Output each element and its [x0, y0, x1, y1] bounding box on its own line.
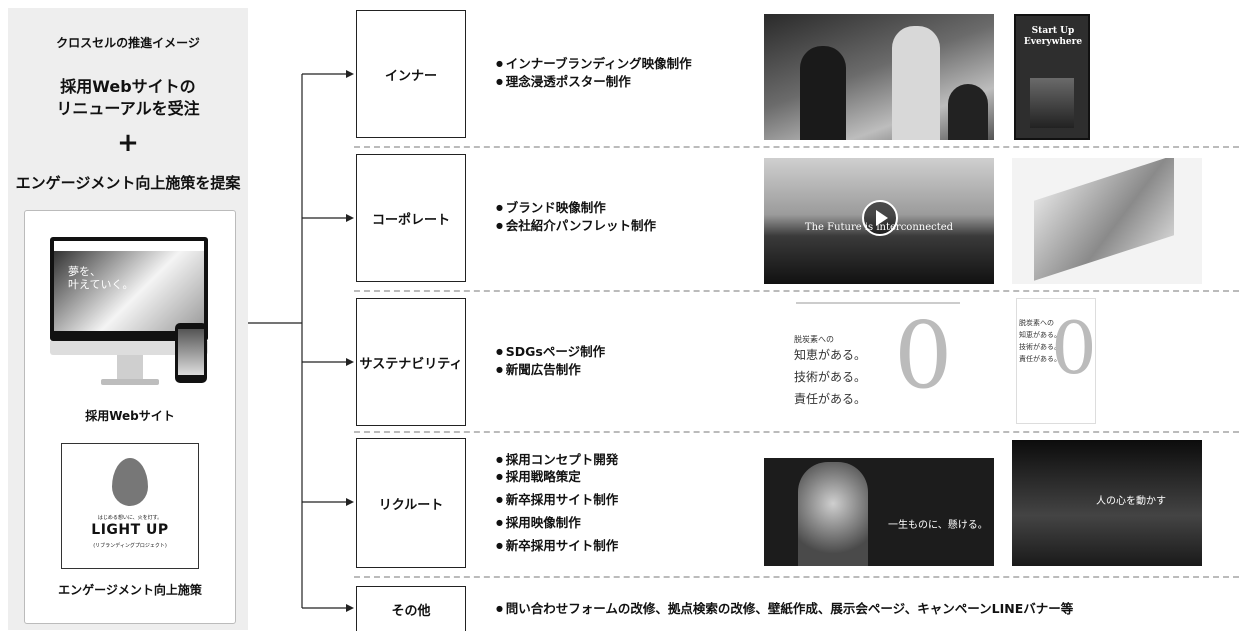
website-hero-line1: 夢を、 — [68, 265, 101, 278]
separator-line — [354, 576, 1239, 578]
separator-line — [354, 290, 1239, 292]
monitor-screen: 夢を、 叶えていく。 — [54, 241, 204, 331]
recruit-caption: 一生ものに、懸ける。 — [888, 520, 988, 531]
sdgs-line4: 責任がある。 — [794, 392, 867, 406]
list-item: SDGsページ制作 — [496, 343, 605, 361]
sdgs-big-zero: 0 — [894, 302, 953, 409]
newspaper-ad: 脱炭素への 知恵がある。 技術がある。 責任がある。 0 — [1016, 298, 1096, 424]
drop-icon — [112, 458, 148, 506]
night-caption: 人の心を動かす — [1096, 496, 1166, 507]
website-hero-line2: 叶えていく。 — [68, 278, 134, 291]
newspaper-text: 脱炭素への 知恵がある。 技術がある。 責任がある。 — [1019, 319, 1061, 363]
lightup-title: LIGHT UP — [91, 522, 169, 538]
list-item: 会社紹介パンフレット制作 — [496, 217, 656, 235]
connector-branch-recruit — [302, 498, 354, 506]
connector-branch-inner — [302, 70, 354, 78]
list-item: 採用映像制作 — [496, 511, 618, 534]
connector-branch-corporate — [302, 214, 354, 222]
lightup-tagline: はじめる想いに、火を灯す。 — [97, 515, 163, 521]
left-panel: クロスセルの推進イメージ 採用Webサイトの リニューアルを受注 + エンゲージ… — [8, 8, 248, 630]
inner-branding-photo — [764, 14, 994, 140]
list-item: 理念浸透ポスター制作 — [496, 73, 692, 91]
list-item: 新卒採用サイト制作 — [496, 534, 619, 557]
sdgs-line1: 脱炭素への — [794, 335, 834, 344]
recruit-site-thumbnail: 一生ものに、懸ける。 — [764, 440, 994, 566]
proposal-text: エンゲージメント向上施策を提案 — [15, 174, 241, 192]
category-box-inner: インナー — [356, 10, 466, 138]
promotion-caption: クロスセルの推進イメージ — [56, 36, 200, 50]
headline: 採用Webサイトの リニューアルを受注 — [8, 76, 248, 120]
category-box-recruit: リクルート — [356, 438, 466, 568]
list-item: ブランド映像制作 — [496, 199, 656, 217]
monitor-mockup: 夢を、 叶えていく。 — [50, 237, 208, 341]
category-box-sustainability: サステナビリティ — [356, 298, 466, 426]
separator-line — [354, 146, 1239, 148]
plus-sign: + — [117, 128, 139, 158]
list-item: 新卒採用サイト制作 — [496, 488, 619, 511]
list-item: インナーブランディング映像制作 — [496, 55, 692, 73]
lightup-sub: (リブランディングプロジェクト) — [93, 543, 167, 549]
monitor-stand — [117, 355, 143, 379]
recruit-video-thumbnail: 人の心を動かす — [1012, 440, 1202, 566]
phone-screen — [178, 329, 204, 375]
examples-card: 夢を、 叶えていく。 採用Webサイト はじめる想いに、火を灯す。 LIGHT … — [24, 210, 236, 624]
separator-line — [354, 431, 1239, 433]
items-inner: インナーブランディング映像制作 理念浸透ポスター制作 — [496, 55, 692, 91]
company-pamphlet — [1012, 158, 1202, 284]
list-item: 新聞広告制作 — [496, 361, 605, 379]
website-hero-text: 夢を、 叶えていく。 — [68, 265, 133, 291]
website-label: 採用Webサイト — [85, 409, 175, 423]
connector-branch-other — [302, 604, 354, 612]
category-box-other: その他 — [356, 586, 466, 631]
phone-mockup — [175, 323, 207, 383]
list-item: 採用戦略策定 — [496, 465, 618, 488]
items-other: 問い合わせフォームの改修、拠点検索の改修、壁紙作成、展示会ページ、キャンペーンL… — [496, 600, 1074, 618]
video-caption: The Future is interconnected — [804, 222, 954, 233]
lightup-logo-box: はじめる想いに、火を灯す。 LIGHT UP (リブランディングプロジェクト) — [61, 443, 199, 569]
brand-video-thumbnail: The Future is interconnected — [764, 158, 994, 284]
sdgs-page-thumbnail: 脱炭素への 知恵がある。 技術がある。 責任がある。 0 — [790, 300, 966, 426]
connector-branch-sustainability — [302, 358, 354, 366]
poster-title: Start Up Everywhere — [1023, 26, 1083, 47]
newspaper-big-zero: 0 — [1051, 306, 1096, 390]
items-recruit: 採用コンセプト開発 採用戦略策定 新卒採用サイト制作 採用映像制作 新卒採用サイ… — [496, 448, 619, 557]
list-item: 採用コンセプト開発 — [496, 448, 619, 471]
category-box-corporate: コーポレート — [356, 154, 466, 282]
philosophy-poster: Start Up Everywhere — [1014, 14, 1090, 140]
monitor-base — [101, 379, 159, 385]
monitor-chin — [50, 341, 208, 355]
play-icon[interactable] — [862, 200, 898, 236]
sdgs-line2: 知恵がある。 — [794, 348, 867, 362]
engagement-label: エンゲージメント向上施策 — [58, 583, 202, 597]
list-item: 問い合わせフォームの改修、拠点検索の改修、壁紙作成、展示会ページ、キャンペーンL… — [496, 600, 1074, 618]
website-hero-image — [54, 251, 204, 331]
headline-line2: リニューアルを受注 — [56, 99, 200, 118]
items-sustainability: SDGsページ制作 新聞広告制作 — [496, 343, 605, 379]
sdgs-line3: 技術がある。 — [794, 370, 867, 384]
items-corporate: ブランド映像制作 会社紹介パンフレット制作 — [496, 199, 656, 235]
headline-line1: 採用Webサイトの — [60, 77, 196, 96]
